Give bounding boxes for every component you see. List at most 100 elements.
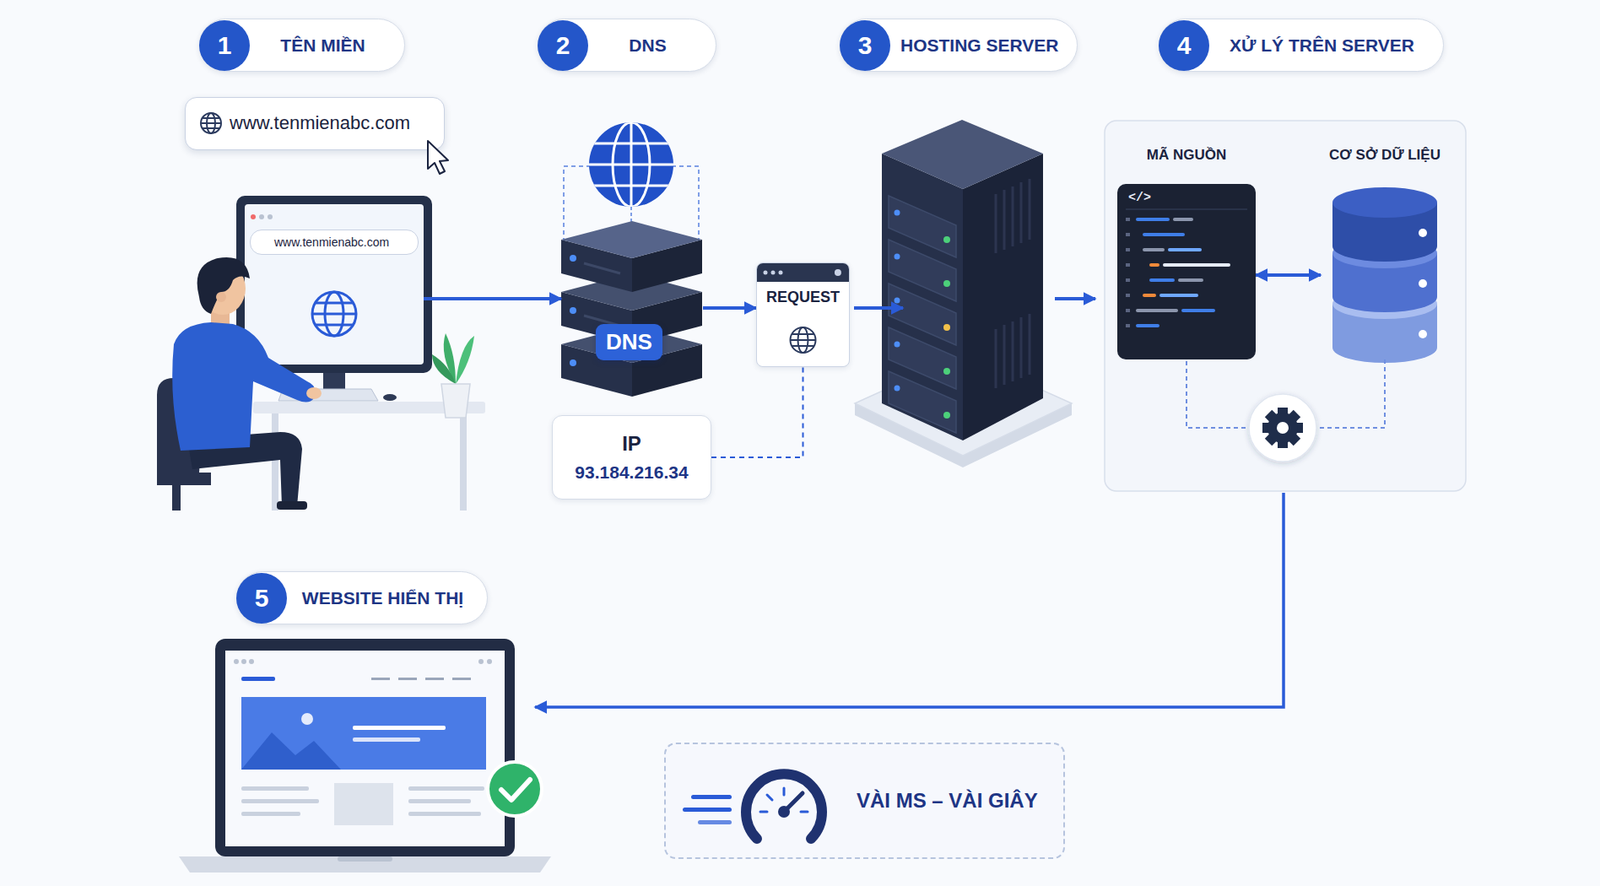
laptop-website (352, 725, 446, 730)
laptop-website (241, 676, 276, 682)
dns-server (589, 143, 674, 186)
code-editor (1125, 308, 1130, 313)
desktop-monitor (250, 214, 256, 220)
step-pill: 5WEBSITE HIỂN THỊ (236, 571, 488, 625)
hosting-server (995, 313, 1030, 389)
url-icons (200, 122, 222, 125)
window-chrome (790, 327, 817, 353)
ip-address: 93.184.216.34 (574, 462, 688, 483)
request-label: REQUEST (766, 288, 840, 306)
hosting-server (943, 236, 951, 244)
user-person (156, 257, 322, 511)
code-editor (1181, 308, 1216, 313)
gear-icon (1248, 394, 1317, 462)
code-symbol: </> (1128, 190, 1152, 206)
ip-box: IP93.184.216.34 (551, 415, 712, 500)
dns-server: DNS (561, 212, 703, 393)
url-text: www.tenmienabc.com (229, 112, 411, 134)
url-icons (200, 113, 222, 134)
laptop-website (501, 779, 530, 800)
code-editor (1125, 263, 1130, 267)
laptop-website (371, 677, 390, 681)
code-editor (1142, 232, 1185, 237)
laptop-website (241, 811, 301, 817)
step-pill: 3HOSTING SERVER (839, 18, 1078, 72)
window-chrome (790, 327, 817, 353)
dns-server (589, 122, 674, 207)
laptop-website (241, 732, 341, 770)
code-editor (1117, 183, 1256, 360)
dashed-connector (711, 367, 804, 458)
dns-server (569, 359, 577, 367)
speedometer-icon (783, 793, 803, 812)
laptop-website (486, 659, 492, 665)
code-editor (1142, 293, 1157, 298)
url-box: www.tenmienabc.com (184, 97, 445, 151)
dns-server (569, 307, 577, 314)
hosting-server (894, 341, 901, 348)
laptop-website (225, 650, 505, 847)
database-heading: CƠ SỞ DỮ LIỆU (1320, 143, 1449, 168)
laptop-website (178, 856, 552, 873)
hosting-server (894, 254, 901, 260)
database-cylinder (1418, 279, 1428, 288)
desktop-monitor (244, 204, 424, 365)
window-chrome (778, 270, 784, 276)
window-chrome (798, 327, 809, 353)
step-number: 2 (537, 20, 589, 71)
speed-note: VÀI MS – VÀI GIÂY (664, 742, 1065, 860)
flow-arrow (854, 298, 1096, 309)
hosting-server (894, 210, 901, 392)
step-title: HOSTING SERVER (900, 35, 1059, 56)
hosting-server (943, 280, 951, 287)
user-person (197, 257, 250, 314)
dns-server (589, 122, 674, 207)
code-editor (1125, 217, 1130, 328)
return-arrow (535, 492, 1284, 708)
step-pill: 1 TÊN MIỀN (199, 18, 406, 72)
step-number: 4 (1158, 20, 1210, 71)
dns-server (561, 221, 703, 259)
hosting-server (943, 324, 951, 331)
dns-server (583, 263, 621, 326)
dns-server (589, 163, 674, 167)
code-editor (1162, 263, 1231, 267)
laptop-website (408, 799, 471, 804)
database-cylinder (1418, 329, 1428, 339)
source-code-box: MÃ NGUỒN (1117, 143, 1256, 360)
node-decoration (1117, 143, 1256, 360)
laptop-website (241, 697, 487, 770)
desktop-monitor (312, 291, 357, 336)
hosting-server (894, 210, 901, 217)
desk (459, 413, 467, 511)
step-number: 1 (199, 20, 250, 71)
database: CƠ SỞ DỮ LIỆU (1320, 143, 1449, 360)
speedometer-icon (760, 788, 808, 812)
user-person (306, 387, 322, 400)
laptop-website (241, 786, 309, 791)
speedometer-icon (778, 805, 790, 818)
plant (455, 335, 475, 384)
laptop-website (487, 762, 542, 817)
step-title: TÊN MIỀN (259, 35, 386, 56)
hosting-server (854, 119, 1072, 468)
node-decoration (756, 263, 849, 367)
desktop-monitor (236, 195, 433, 373)
speedometer-icon (682, 807, 732, 812)
laptop-website (408, 786, 485, 791)
dns-badge: DNS (595, 324, 663, 361)
hosting-server (995, 178, 1030, 254)
processing-panel (1104, 120, 1466, 492)
flow-arrow (1054, 297, 1096, 301)
code-editor (1125, 293, 1130, 298)
window-chrome (834, 269, 842, 276)
url-icons (206, 113, 216, 134)
user-person (172, 322, 316, 451)
step-number: 5 (236, 572, 287, 624)
hosting-server (881, 153, 963, 441)
step-pill: 2DNS (537, 18, 717, 72)
code-editor (1159, 293, 1199, 298)
speedometer-icon (697, 820, 732, 825)
code-editor (1178, 278, 1204, 282)
